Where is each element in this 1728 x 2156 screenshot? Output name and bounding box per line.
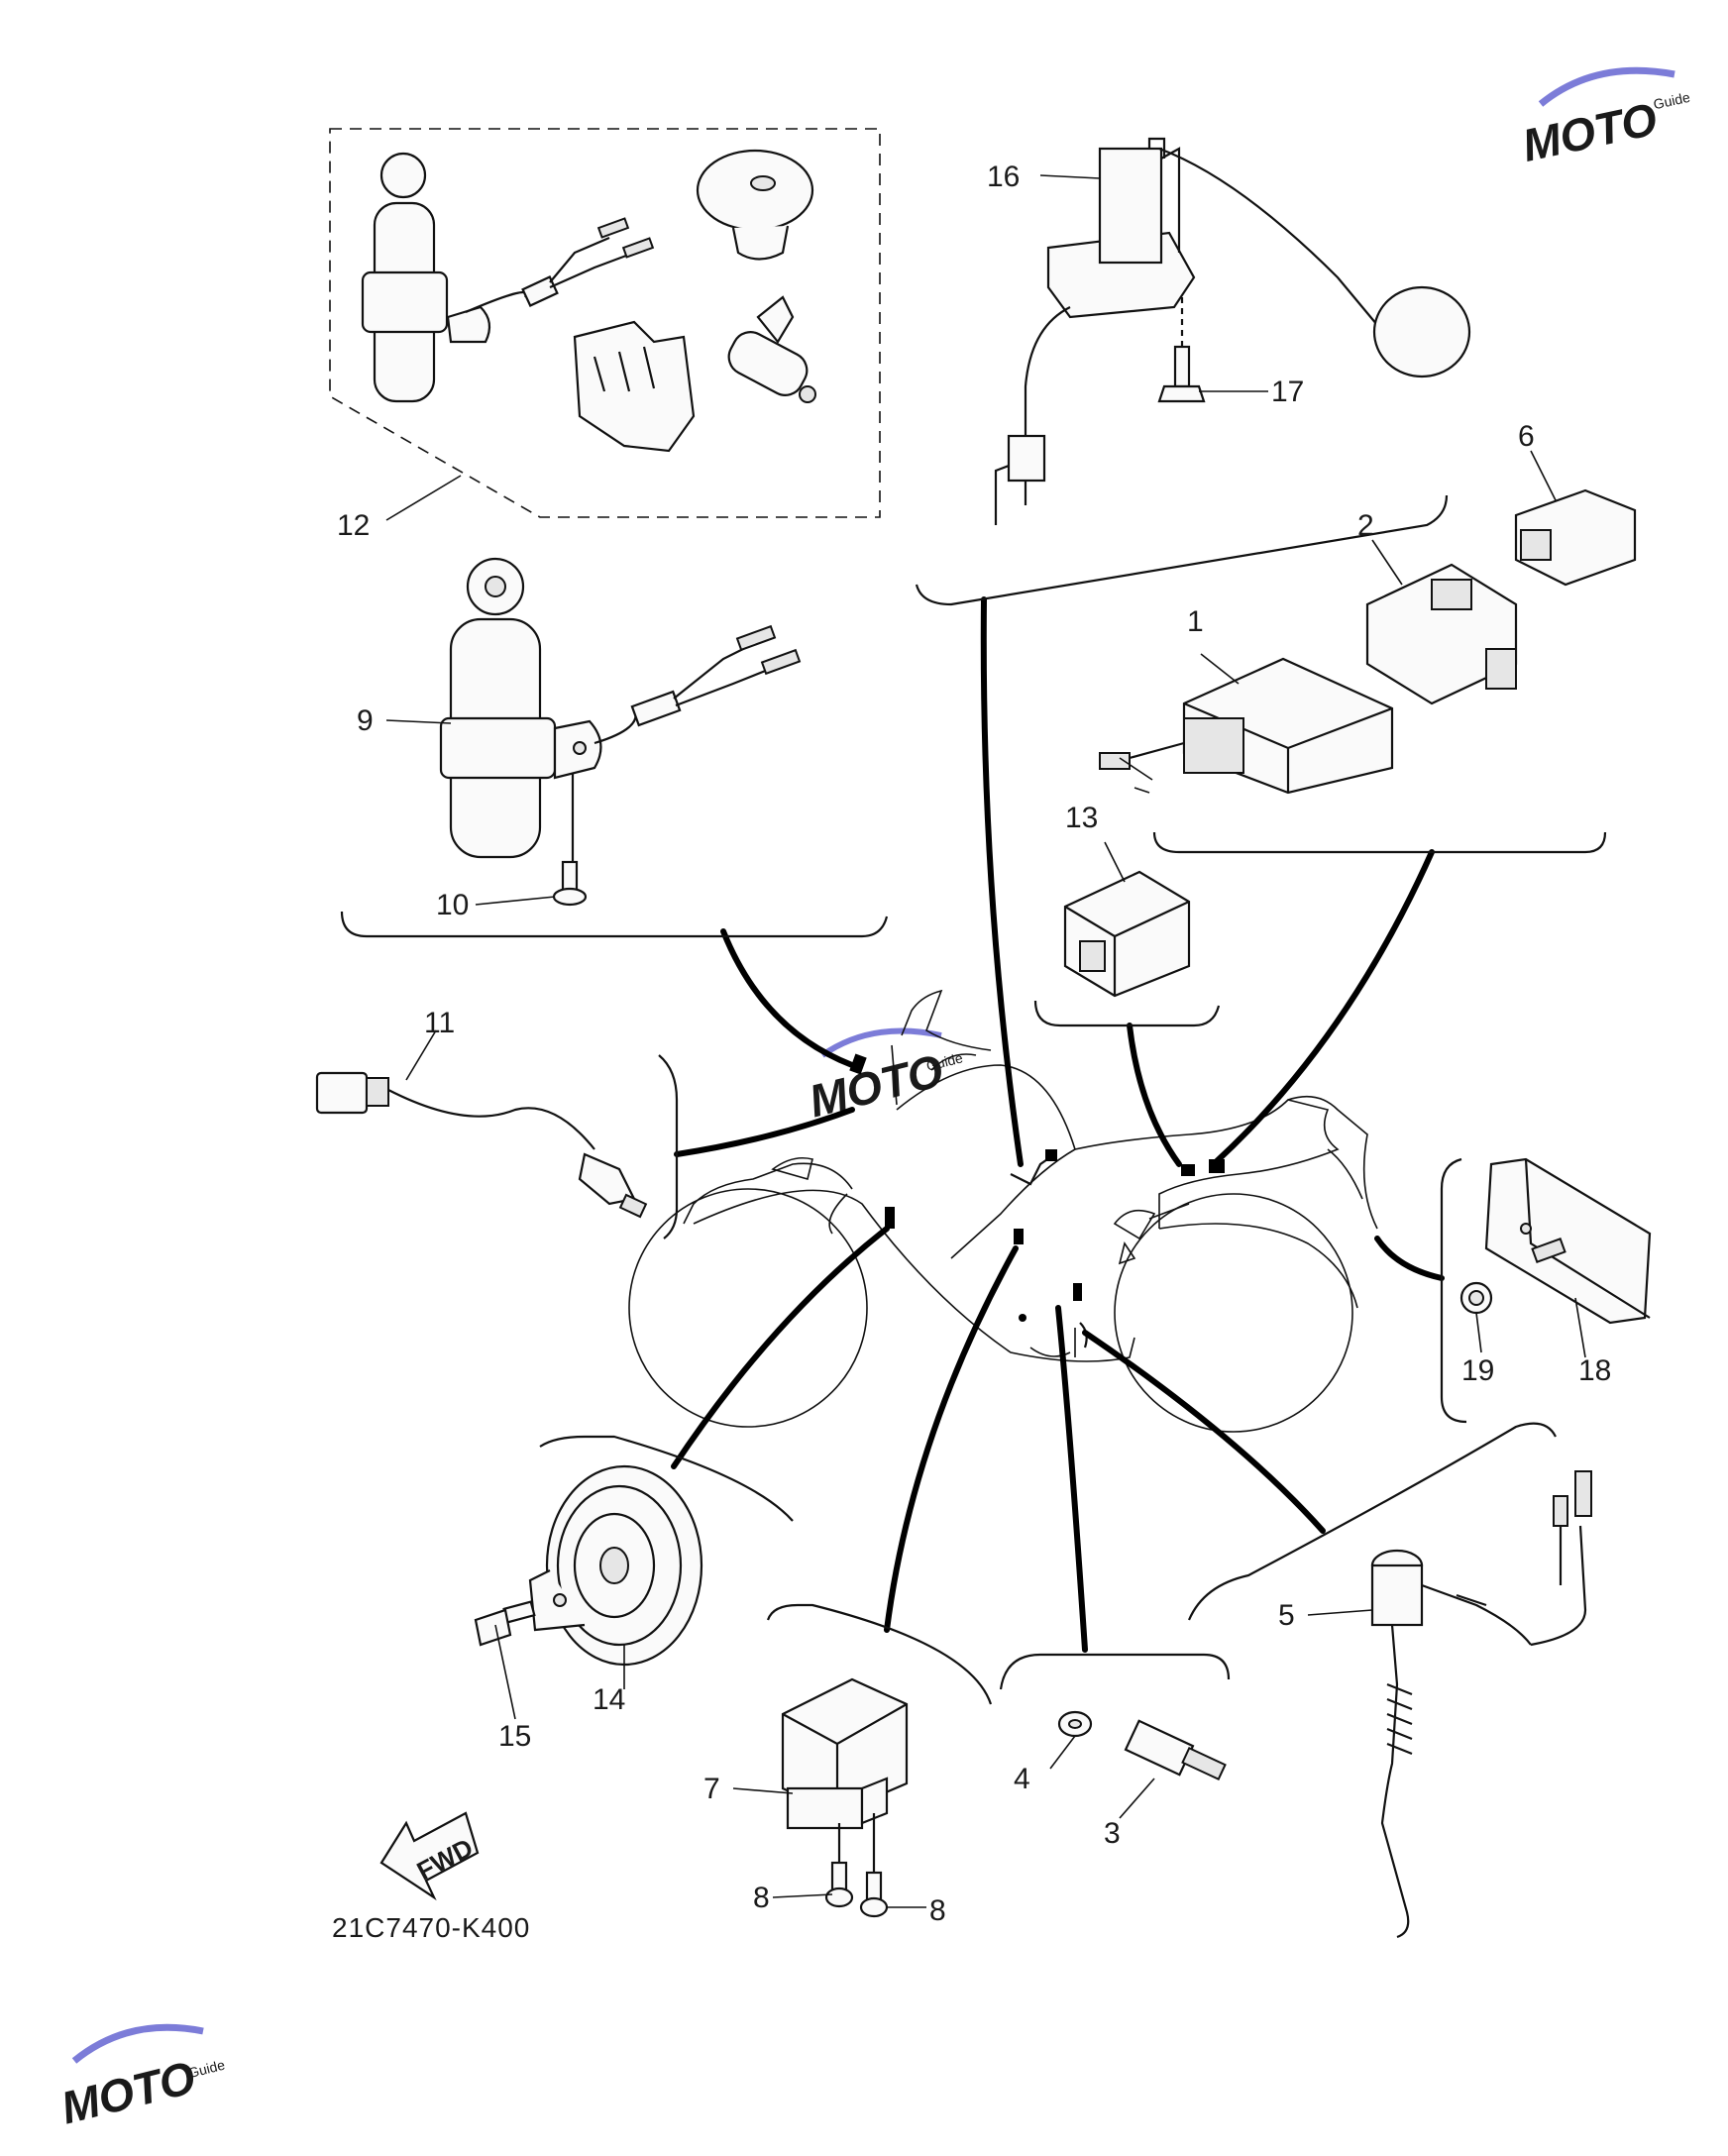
callout-numbers: 1 2 3 4 5 6 7 8 8 9 10 11 12 13 14 15 16…: [337, 161, 1611, 1927]
callout-19: 19: [1461, 1354, 1494, 1387]
main-switch-assembly: [439, 557, 802, 907]
watermark-logo-bottom-left: MOTO Guide: [55, 2023, 227, 2134]
callout-14: 14: [593, 1683, 625, 1716]
lock-set-kit: [329, 128, 881, 518]
svg-text:MOTO: MOTO: [1518, 92, 1662, 170]
neutral-switch: [1057, 1710, 1227, 1781]
watermark-logo-top-right: MOTO Guide: [1518, 66, 1691, 171]
watermark-logo-center: MOTO Guide: [804, 1027, 965, 1127]
forward-arrow: FWD: [379, 1811, 480, 1901]
callout-10: 10: [436, 889, 469, 921]
leader-lines: [671, 596, 1445, 1653]
callout-12: 12: [337, 509, 370, 542]
callout-4: 4: [1014, 1763, 1030, 1795]
callout-17: 17: [1271, 376, 1304, 408]
horn-assembly: [474, 1464, 703, 1667]
rear-reflector: [1459, 1157, 1652, 1325]
starter-relay: [781, 1677, 909, 1918]
svg-text:Guide: Guide: [1652, 89, 1691, 112]
callout-15: 15: [498, 1720, 531, 1753]
svg-text:MOTO: MOTO: [55, 2051, 200, 2134]
callout-11: 11: [424, 1007, 455, 1039]
sensor-lead: [315, 1071, 648, 1219]
callout-13: 13: [1065, 802, 1098, 834]
callout-1: 1: [1187, 605, 1204, 638]
rear-brake-switch: [1370, 1470, 1592, 1939]
diagram-part-code: 21C7470-K400: [332, 1912, 530, 1943]
motorcycle-outline: [628, 989, 1378, 1433]
callout-8a: 8: [753, 1882, 770, 1914]
fuel-sender-unit: [994, 137, 1471, 525]
svg-text:Guide: Guide: [186, 2057, 226, 2082]
callout-8b: 8: [929, 1894, 946, 1927]
callout-18: 18: [1578, 1354, 1611, 1387]
callout-7: 7: [703, 1773, 720, 1805]
callout-16: 16: [987, 161, 1020, 193]
callout-6: 6: [1518, 420, 1535, 453]
callout-3: 3: [1104, 1817, 1121, 1850]
callout-9: 9: [357, 704, 374, 737]
flasher-relay: [1063, 870, 1191, 998]
callout-leaders: [385, 174, 1586, 1908]
group-brackets: [340, 494, 1607, 1705]
callout-2: 2: [1357, 509, 1374, 542]
callout-5: 5: [1278, 1599, 1295, 1632]
ecu-relay-group: [1099, 488, 1637, 795]
